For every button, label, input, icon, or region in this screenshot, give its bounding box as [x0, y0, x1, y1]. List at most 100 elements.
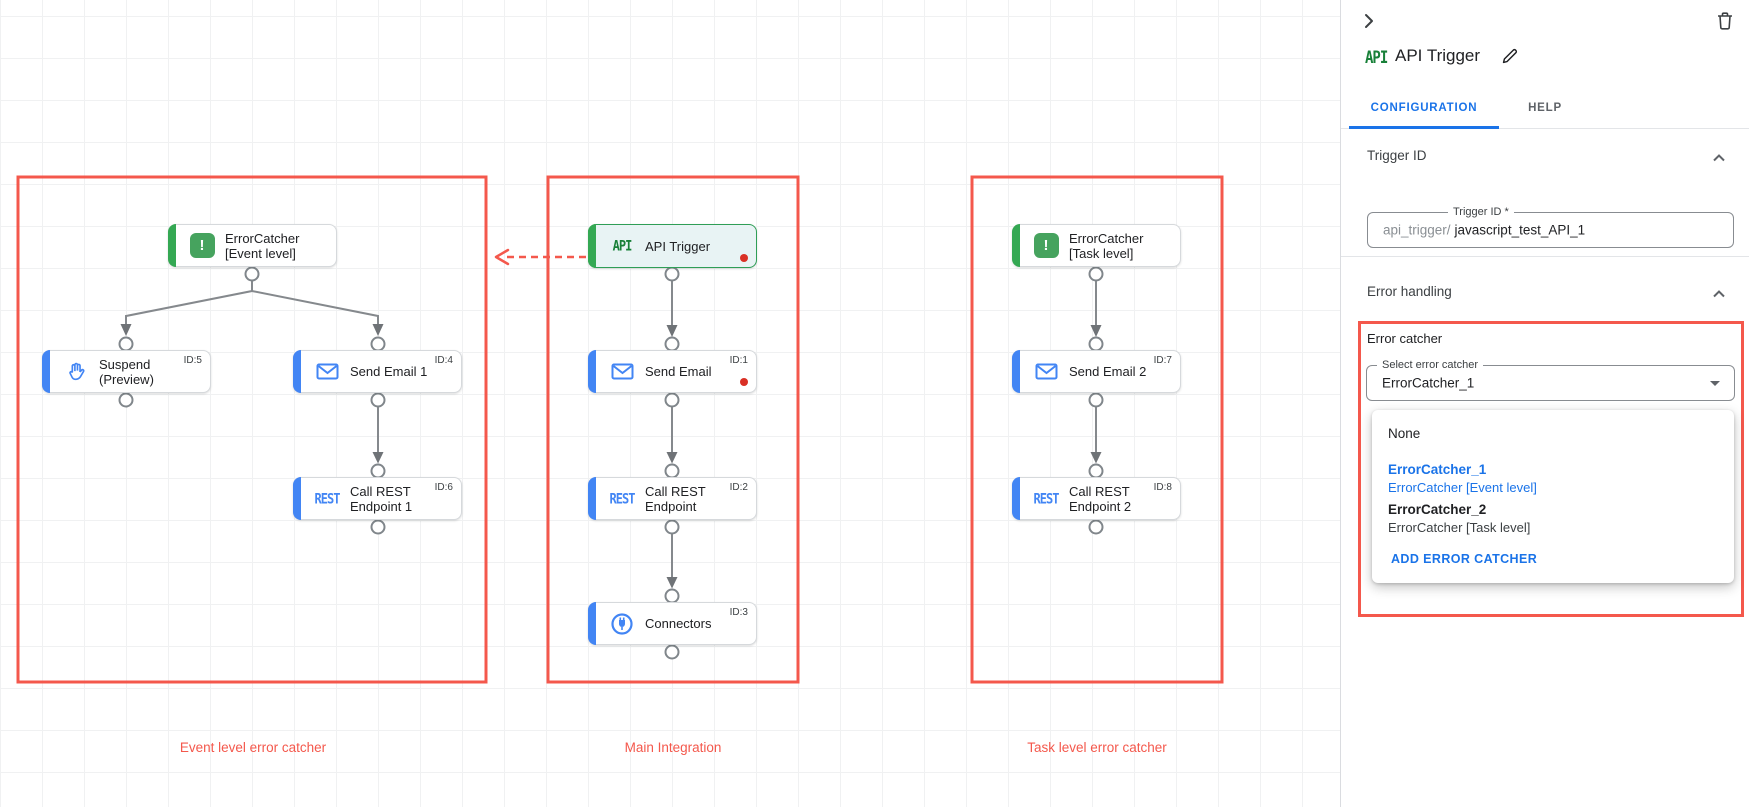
- node-accent-bar: [293, 477, 301, 520]
- node-title: Call REST Endpoint 2: [1069, 483, 1132, 514]
- rest-icon: REST: [609, 490, 636, 507]
- menu-item-errorcatcher-2-desc[interactable]: ErrorCatcher [Task level]: [1388, 520, 1531, 535]
- error-link-arrow: [494, 248, 586, 266]
- collapse-panel-button[interactable]: [1359, 11, 1379, 34]
- node-send-email-2[interactable]: Send Email 2 ID:7: [1012, 350, 1181, 393]
- menu-item-errorcatcher-1-desc[interactable]: ErrorCatcher [Event level]: [1388, 480, 1537, 495]
- node-call-rest-endpoint[interactable]: REST Call REST Endpoint ID:2: [588, 477, 757, 520]
- error-catcher-highlight-outline: [1358, 321, 1744, 617]
- select-error-catcher-label: Select error catcher: [1377, 359, 1483, 371]
- panel-title: API Trigger: [1395, 46, 1481, 65]
- node-id-badge: ID:6: [434, 482, 453, 493]
- trigger-id-field-value: api_trigger/javascript_test_API_1: [1383, 223, 1585, 238]
- chevron-up-icon: [1713, 290, 1725, 298]
- rest-icon: REST: [1033, 490, 1060, 507]
- error-catcher-group-label: Error catcher: [1367, 331, 1443, 346]
- node-accent-bar: [1012, 477, 1020, 520]
- trash-icon: [1718, 12, 1732, 30]
- chevron-right-icon: [1365, 14, 1373, 28]
- node-accent-bar: [168, 224, 176, 267]
- rest-icon: REST: [314, 490, 341, 507]
- email-icon: [607, 363, 637, 380]
- node-call-rest-endpoint-2[interactable]: REST Call REST Endpoint 2 ID:8: [1012, 477, 1181, 520]
- node-id-badge: ID:5: [183, 355, 202, 366]
- group-label-task-level: Task level error catcher: [1027, 740, 1167, 755]
- menu-item-errorcatcher-2-name[interactable]: ErrorCatcher_2: [1388, 502, 1487, 517]
- add-error-catcher-button[interactable]: ADD ERROR CATCHER: [1391, 552, 1538, 566]
- node-accent-bar: [588, 477, 596, 520]
- node-accent-bar: [293, 350, 301, 393]
- section-divider: [1341, 256, 1749, 257]
- select-error-catcher[interactable]: Select error catcher ErrorCatcher_1: [1366, 359, 1735, 401]
- node-id-badge: ID:7: [1153, 355, 1172, 366]
- node-title: Send Email 2: [1069, 364, 1147, 379]
- email-icon: [312, 363, 342, 380]
- connector-wires-layer: [16, 175, 1224, 684]
- menu-item-errorcatcher-1-name[interactable]: ErrorCatcher_1: [1388, 462, 1487, 477]
- main-integration-group-outline: [546, 175, 800, 684]
- node-id-badge: ID:2: [729, 482, 748, 493]
- api-trigger-logo-icon: API: [1365, 48, 1388, 68]
- tab-configuration[interactable]: CONFIGURATION: [1349, 88, 1499, 129]
- chevron-up-icon: [1713, 154, 1725, 162]
- error-catcher-dropdown-menu: None ErrorCatcher_1 ErrorCatcher [Event …: [1372, 410, 1734, 583]
- node-id-badge: ID:3: [729, 607, 748, 618]
- details-panel: API API Trigger CONFIGURATION HELP Trigg…: [1340, 0, 1749, 807]
- pencil-icon: [1502, 48, 1518, 64]
- email-icon: [1031, 363, 1061, 380]
- node-title: API Trigger: [645, 238, 711, 254]
- node-id-badge: ID:4: [434, 355, 453, 366]
- select-error-catcher-value: ErrorCatcher_1: [1382, 375, 1475, 391]
- flow-edges: [125, 281, 1097, 577]
- collapse-trigger-id-section[interactable]: [1711, 148, 1727, 167]
- section-heading-trigger-id: Trigger ID: [1367, 148, 1427, 163]
- delete-trigger-button[interactable]: [1715, 10, 1735, 35]
- node-connectors[interactable]: Connectors ID:3: [588, 602, 757, 645]
- menu-item-none[interactable]: None: [1388, 426, 1421, 441]
- panel-tabs: CONFIGURATION HELP: [1341, 88, 1749, 129]
- node-title: Send Email: [645, 364, 712, 379]
- modified-indicator-dot: [740, 378, 748, 386]
- node-accent-bar: [588, 224, 596, 268]
- node-id-badge: ID:8: [1153, 482, 1172, 493]
- node-accent-bar: [588, 602, 596, 645]
- node-call-rest-endpoint-1[interactable]: REST Call REST Endpoint 1 ID:6: [293, 477, 462, 520]
- dropdown-caret-icon: [1710, 381, 1720, 386]
- section-heading-error-handling: Error handling: [1367, 284, 1452, 299]
- api-icon: API: [612, 237, 633, 255]
- error-catcher-icon: !: [1031, 233, 1061, 258]
- trigger-id-field[interactable]: Trigger ID * api_trigger/javascript_test…: [1367, 206, 1734, 248]
- group-label-main-integration: Main Integration: [624, 740, 722, 755]
- flow-arrowheads: [120, 324, 1102, 589]
- flow-ports[interactable]: [118, 266, 1104, 660]
- node-accent-bar: [42, 350, 50, 393]
- node-accent-bar: [588, 350, 596, 393]
- node-errorcatcher-event-level[interactable]: ! ErrorCatcher [Event level]: [168, 224, 337, 267]
- group-label-event-level: Event level error catcher: [179, 740, 327, 755]
- task-level-group-outline: [970, 175, 1224, 684]
- edit-title-button[interactable]: [1499, 46, 1520, 70]
- error-catcher-icon: !: [187, 233, 217, 258]
- modified-indicator-dot: [740, 254, 748, 262]
- node-accent-bar: [1012, 224, 1020, 267]
- node-title: Call REST Endpoint: [645, 483, 706, 514]
- node-title: ErrorCatcher [Event level]: [225, 230, 300, 261]
- node-errorcatcher-task-level[interactable]: ! ErrorCatcher [Task level]: [1012, 224, 1181, 267]
- tab-help[interactable]: HELP: [1499, 88, 1591, 128]
- event-level-group-outline: [16, 175, 488, 684]
- node-send-email-1[interactable]: Send Email 1 ID:4: [293, 350, 462, 393]
- node-title: Send Email 1: [350, 364, 428, 379]
- node-title: Suspend (Preview): [99, 356, 154, 387]
- node-send-email[interactable]: Send Email ID:1: [588, 350, 757, 393]
- node-suspend-preview[interactable]: Suspend (Preview) ID:5: [42, 350, 211, 393]
- node-api-trigger[interactable]: API API Trigger: [588, 224, 757, 268]
- node-title: Call REST Endpoint 1: [350, 483, 413, 514]
- node-title: Connectors: [645, 616, 712, 631]
- canvas[interactable]: ! ErrorCatcher [Event level] Suspend (Pr…: [0, 0, 1340, 807]
- collapse-error-handling-section[interactable]: [1711, 284, 1727, 303]
- node-accent-bar: [1012, 350, 1020, 393]
- group-outlines: [16, 175, 1224, 684]
- suspend-hand-icon: [61, 361, 91, 383]
- connectors-icon: [607, 612, 637, 636]
